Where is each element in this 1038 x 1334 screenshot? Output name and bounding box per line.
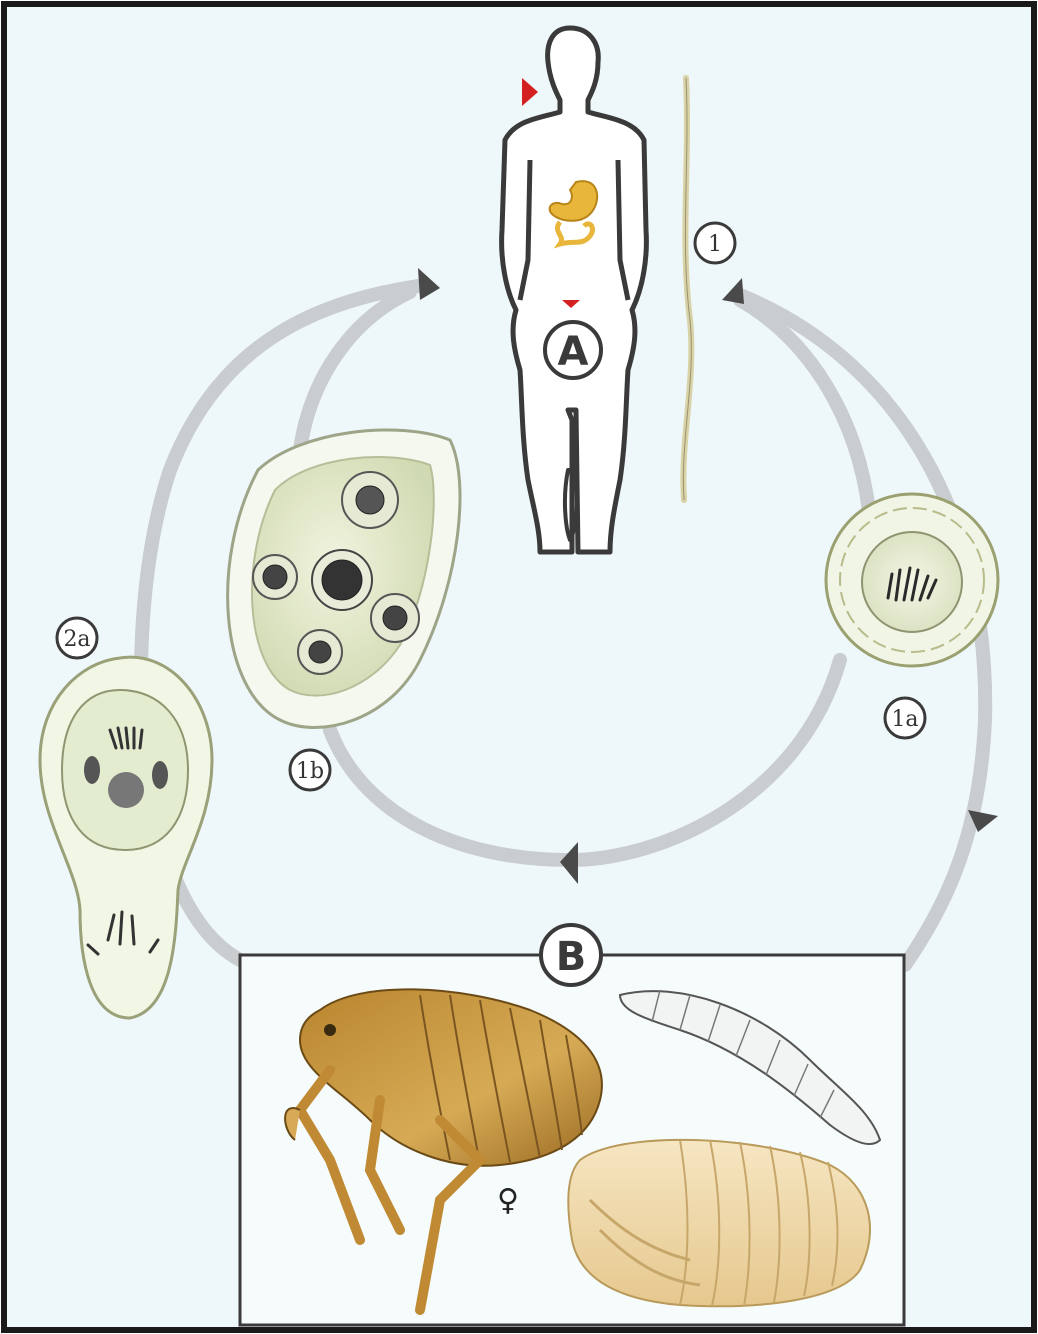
host-a-label: A <box>558 329 589 375</box>
embryo <box>383 606 407 630</box>
sucker-left <box>84 756 100 784</box>
embryo <box>356 486 384 514</box>
scolex-center <box>108 772 144 808</box>
stage-2a-label: 2a <box>63 627 90 652</box>
female-symbol: ♀ <box>497 1183 519 1218</box>
stage-1a-label: 1a <box>891 707 918 732</box>
cysticercoid-cavity <box>62 690 188 850</box>
flea-pupa-illustration <box>568 1140 870 1306</box>
embryo <box>263 565 287 589</box>
egg-illustration <box>826 494 998 666</box>
stage-1b-label: 1b <box>296 759 324 784</box>
embryo <box>309 641 331 663</box>
stage-1-label: 1 <box>708 232 722 257</box>
host-b-label: B <box>556 934 587 980</box>
flea-eye <box>324 1024 336 1036</box>
embryo <box>322 560 362 600</box>
sucker-right <box>152 761 168 789</box>
egg-embryo <box>862 532 962 632</box>
